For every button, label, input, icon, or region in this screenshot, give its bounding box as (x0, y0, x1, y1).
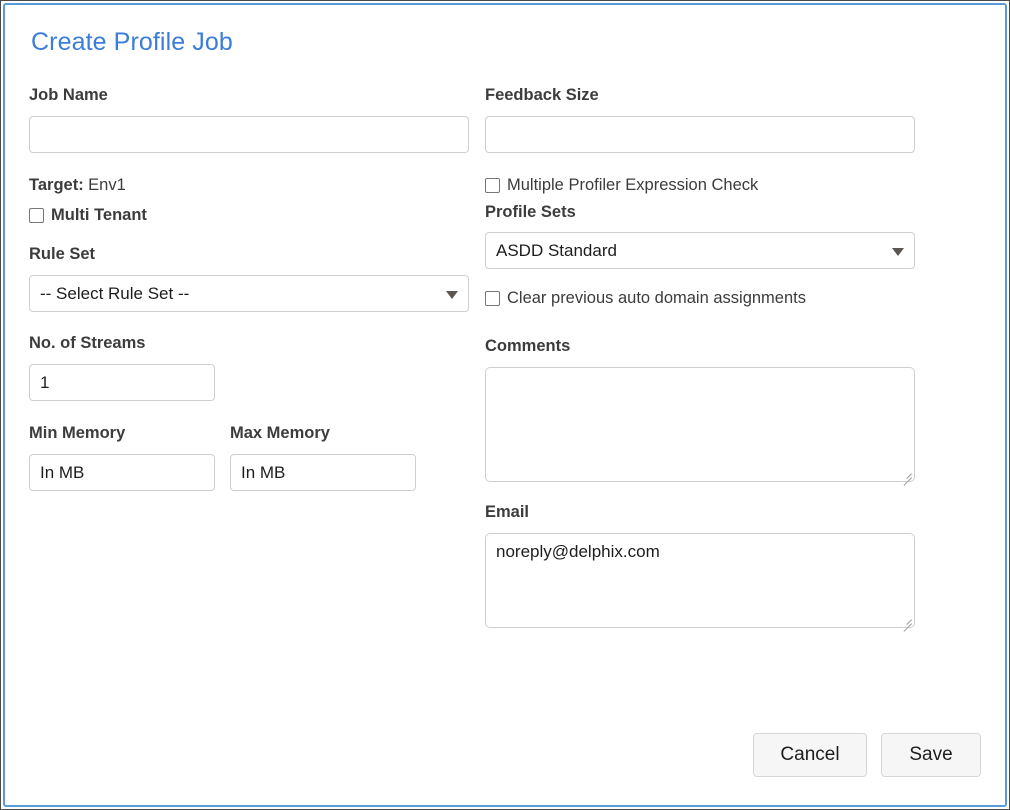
email-textarea[interactable]: noreply@delphix.com (485, 533, 915, 628)
rule-set-select[interactable]: -- Select Rule Set -- (29, 275, 469, 312)
max-memory-label: Max Memory (230, 424, 330, 442)
comments-label: Comments (485, 337, 571, 355)
target-row: Target: Env1 (29, 175, 469, 195)
feedback-size-label: Feedback Size (485, 86, 599, 104)
profile-sets-selected-value: ASDD Standard (485, 232, 915, 269)
clear-previous-assignments-checkbox[interactable] (485, 291, 500, 306)
no-of-streams-input[interactable] (29, 364, 215, 401)
min-memory-input[interactable] (29, 454, 215, 491)
multi-tenant-checkbox[interactable] (29, 208, 44, 223)
no-of-streams-label: No. of Streams (29, 334, 146, 352)
cancel-button[interactable]: Cancel (753, 733, 867, 777)
memory-inputs-row (29, 454, 469, 493)
email-label: Email (485, 503, 530, 521)
save-button[interactable]: Save (881, 733, 981, 777)
clear-previous-assignments-row[interactable]: Clear previous auto domain assignments (485, 288, 915, 309)
page-title: Create Profile Job (31, 28, 233, 56)
feedback-size-input[interactable] (485, 116, 915, 153)
chevron-down-icon (446, 290, 458, 299)
comments-field (485, 367, 915, 486)
right-column: Feedback Size Multiple Profiler Expressi… (485, 77, 915, 632)
memory-labels-row: Min Memory Max Memory (29, 423, 469, 443)
multi-tenant-label: Multi Tenant (51, 206, 147, 224)
clear-previous-assignments-label: Clear previous auto domain assignments (507, 289, 806, 307)
target-label: Target: (29, 176, 84, 194)
email-field: noreply@delphix.com (485, 533, 915, 632)
profile-sets-select[interactable]: ASDD Standard (485, 232, 915, 269)
max-memory-input[interactable] (230, 454, 416, 491)
target-value: Env1 (88, 176, 126, 194)
rule-set-selected-value: -- Select Rule Set -- (29, 275, 469, 312)
job-name-input[interactable] (29, 116, 469, 153)
comments-textarea[interactable] (485, 367, 915, 482)
job-name-label: Job Name (29, 86, 108, 104)
multi-tenant-checkbox-row[interactable]: Multi Tenant (29, 205, 469, 226)
min-memory-label: Min Memory (29, 424, 126, 442)
dialog-footer: Cancel Save (753, 733, 981, 777)
multiple-profiler-expression-check-checkbox[interactable] (485, 178, 500, 193)
multiple-profiler-expression-check-row[interactable]: Multiple Profiler Expression Check (485, 175, 915, 196)
multiple-profiler-expression-check-label: Multiple Profiler Expression Check (507, 176, 759, 194)
profile-sets-label: Profile Sets (485, 203, 576, 221)
chevron-down-icon (892, 247, 904, 256)
left-column: Job Name Target: Env1 Multi Tenant Rule … (29, 77, 469, 493)
rule-set-label: Rule Set (29, 245, 96, 263)
